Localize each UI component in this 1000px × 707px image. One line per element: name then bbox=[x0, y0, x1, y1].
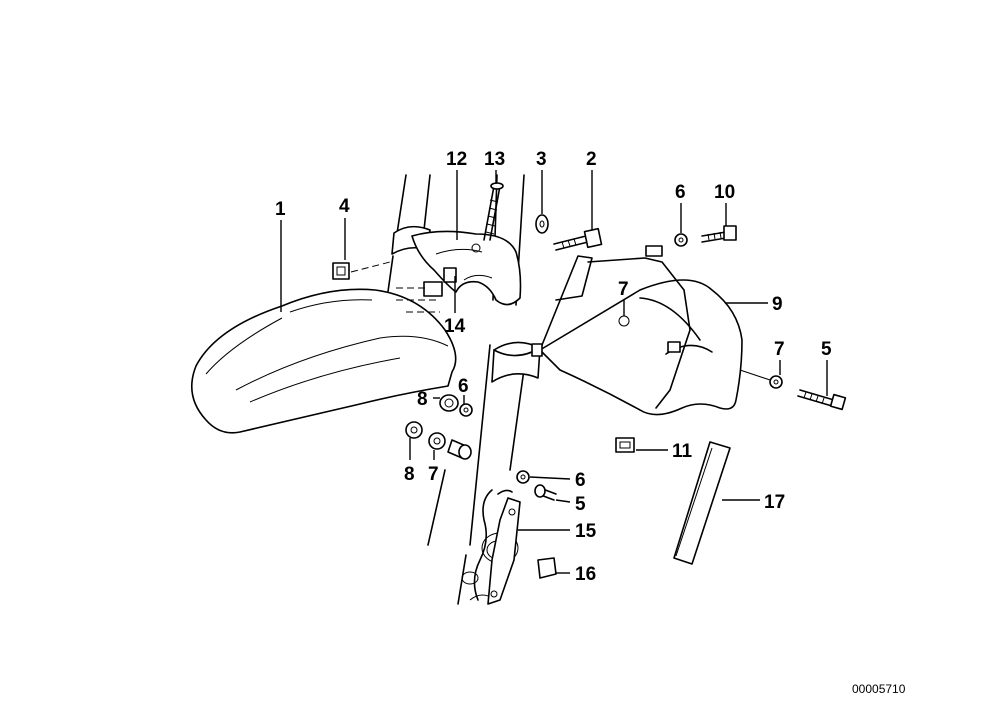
callout-4: 4 bbox=[339, 196, 350, 217]
fork-bridge-cover bbox=[411, 230, 522, 306]
bracket-part-15 bbox=[487, 497, 521, 605]
washer-part-3 bbox=[535, 214, 549, 234]
washer-part-6-lower bbox=[516, 470, 530, 484]
clip-part-11 bbox=[615, 437, 635, 453]
callout-2: 2 bbox=[586, 149, 597, 170]
callout-11: 11 bbox=[672, 441, 693, 462]
callout-17: 17 bbox=[764, 492, 785, 513]
callout-8-lower: 8 bbox=[404, 464, 415, 485]
callout-5-right: 5 bbox=[821, 339, 832, 360]
fork-tube-right bbox=[427, 174, 541, 605]
front-fender bbox=[190, 288, 457, 434]
screw-part-13 bbox=[483, 182, 504, 241]
nut-part-8-upper bbox=[439, 394, 459, 412]
callout-7-right: 7 bbox=[774, 339, 785, 360]
bolt-part-10 bbox=[701, 225, 737, 243]
callout-15: 15 bbox=[575, 521, 597, 542]
callout-6-lower: 6 bbox=[575, 470, 586, 491]
callout-9: 9 bbox=[772, 294, 783, 315]
strip-part-17 bbox=[673, 441, 731, 565]
washer-part-7-right bbox=[739, 369, 783, 389]
spacer-sleeve bbox=[447, 439, 472, 460]
callout-6-top: 6 bbox=[675, 182, 686, 203]
rear-fender-part-9 bbox=[531, 245, 743, 416]
callout-14: 14 bbox=[444, 316, 466, 337]
leader-lines bbox=[280, 170, 828, 574]
callout-13: 13 bbox=[484, 149, 505, 170]
callout-7-lower: 7 bbox=[428, 464, 439, 485]
callout-12: 12 bbox=[446, 149, 467, 170]
callout-1: 1 bbox=[275, 199, 286, 220]
fender-clip bbox=[396, 267, 457, 313]
washer-part-7-lower bbox=[428, 432, 446, 450]
clip-part-16 bbox=[537, 557, 557, 579]
callout-16: 16 bbox=[575, 564, 596, 585]
callout-labels: 1 4 12 13 3 2 6 10 9 7 7 5 14 8 6 8 7 11… bbox=[275, 149, 832, 585]
callout-10: 10 bbox=[714, 182, 735, 203]
callout-5-lower: 5 bbox=[575, 494, 586, 515]
nut-part-8-lower bbox=[405, 421, 423, 439]
washer-part-6-middle bbox=[459, 403, 473, 417]
bolt-part-2 bbox=[553, 227, 603, 251]
callout-6-middle: 6 bbox=[458, 376, 469, 397]
callout-3: 3 bbox=[536, 149, 547, 170]
callout-8-upper: 8 bbox=[417, 389, 428, 410]
washer-part-6-top bbox=[674, 233, 688, 247]
callout-7-upper: 7 bbox=[618, 279, 629, 300]
bolt-part-5-lower bbox=[534, 484, 557, 501]
nut-part-4 bbox=[332, 261, 391, 280]
drawing-reference-code: 00005710 bbox=[852, 682, 906, 696]
bolt-part-5-right bbox=[797, 389, 847, 411]
